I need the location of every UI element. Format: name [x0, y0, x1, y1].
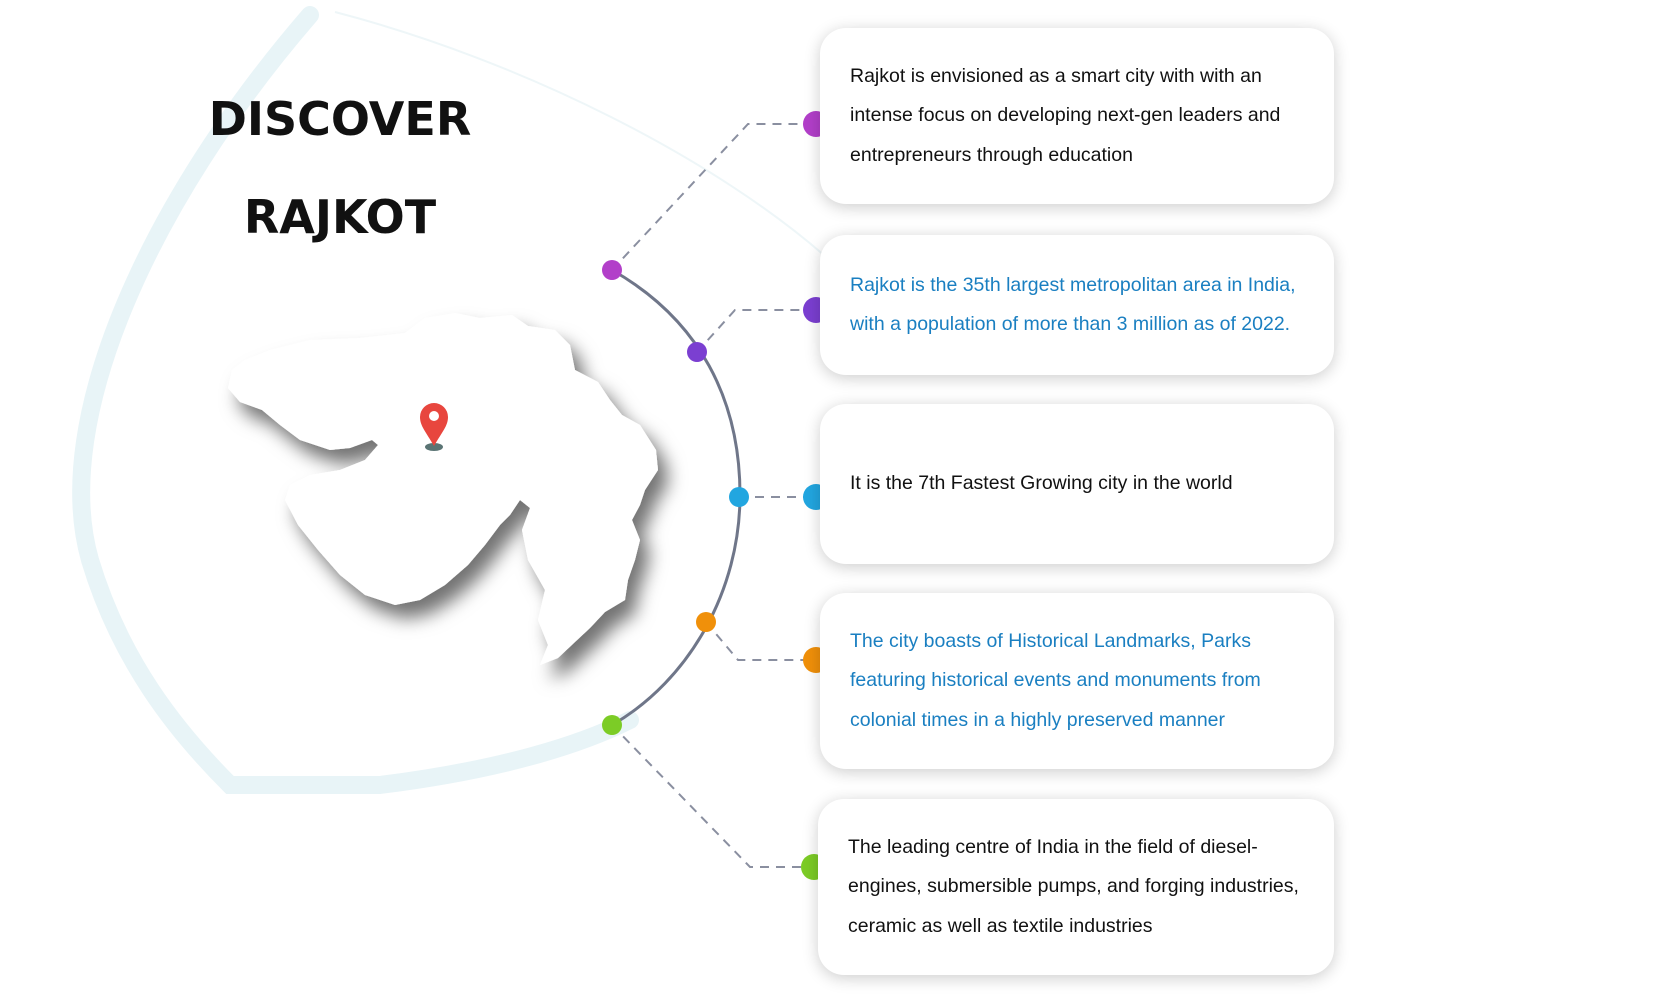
- arc-dot-4: [696, 612, 716, 632]
- arc-dot-5: [602, 715, 622, 735]
- background-thin-line: [334, 11, 836, 266]
- arc-dot-3: [729, 487, 749, 507]
- fact-card-2: Rajkot is the 35th largest metropolitan …: [820, 235, 1334, 375]
- fact-card-4: The city boasts of Historical Landmarks,…: [820, 593, 1334, 769]
- heading-line-2: RAJKOT: [243, 190, 437, 244]
- location-pin-icon: [420, 403, 448, 451]
- background-teardrop-outline: [72, 6, 639, 794]
- fact-card-3: It is the 7th Fastest Growing city in th…: [820, 404, 1334, 564]
- fact-text-1: Rajkot is envisioned as a smart city wit…: [850, 64, 1281, 166]
- fact-text-4: The city boasts of Historical Landmarks,…: [850, 629, 1261, 731]
- fact-text-5: The leading centre of India in the field…: [848, 835, 1299, 937]
- fact-card-5: The leading centre of India in the field…: [818, 799, 1334, 975]
- fact-text-3: It is the 7th Fastest Growing city in th…: [850, 472, 1233, 495]
- arc-dot-1: [602, 260, 622, 280]
- fact-text-2: Rajkot is the 35th largest metropolitan …: [850, 273, 1296, 336]
- heading-line-1: DISCOVER: [208, 92, 472, 146]
- connector-lines: [611, 123, 808, 868]
- arc-dot-2: [687, 342, 707, 362]
- gujarat-map-icon: [228, 313, 658, 665]
- fact-card-1: Rajkot is envisioned as a smart city wit…: [820, 28, 1334, 204]
